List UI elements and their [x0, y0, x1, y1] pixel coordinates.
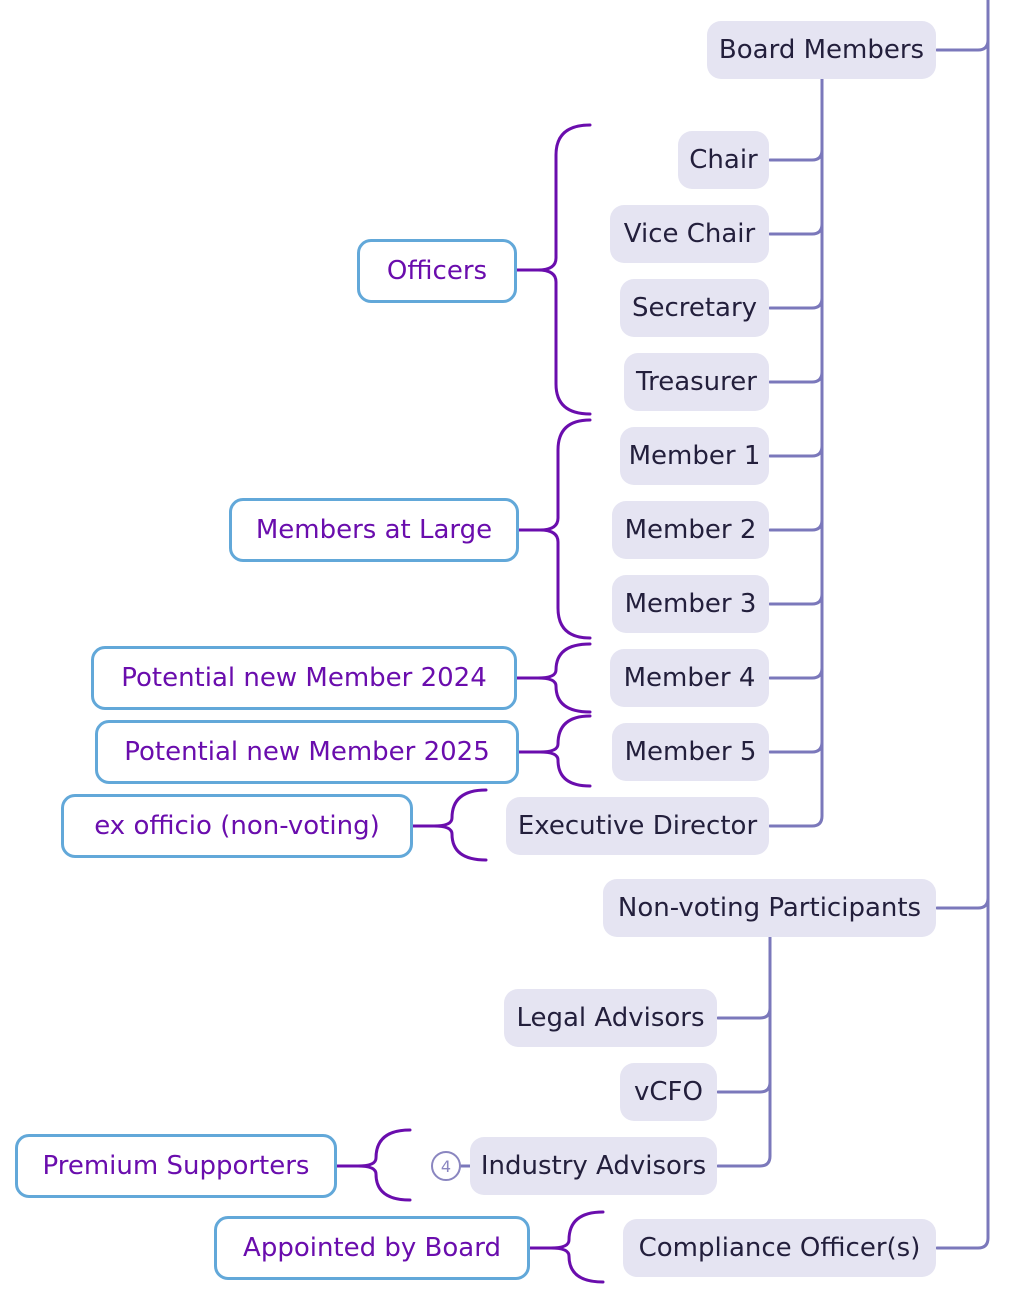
- compliance-officers-node[interactable]: Compliance Officer(s): [623, 1219, 936, 1277]
- board-child-connector-1: [768, 148, 824, 162]
- member-4-node[interactable]: Member 4: [610, 649, 769, 707]
- member-1-node[interactable]: Member 1: [620, 427, 769, 485]
- member-2-node[interactable]: Member 2: [612, 501, 769, 559]
- chair-node[interactable]: Chair: [678, 131, 769, 189]
- board-members-branch: [935, 38, 990, 52]
- board-child-connector-4: [768, 370, 824, 384]
- ex-officio-summary[interactable]: ex officio (non-voting): [61, 794, 413, 858]
- premium-supporters-brace: [356, 1128, 412, 1202]
- members-at-large-summary[interactable]: Members at Large: [229, 498, 519, 562]
- officers-brace: [536, 123, 592, 416]
- board-child-connector-7: [768, 592, 824, 606]
- board-child-connector-3: [768, 296, 824, 310]
- treasurer-node[interactable]: Treasurer: [624, 353, 769, 411]
- vice-chair-node[interactable]: Vice Chair: [610, 205, 769, 263]
- root-trunk-line: [935, 0, 990, 1250]
- non-voting-trunk-line: [716, 935, 772, 1168]
- potential-2025-brace: [538, 714, 592, 788]
- officers-summary[interactable]: Officers: [357, 239, 517, 303]
- board-child-connector-6: [768, 518, 824, 532]
- executive-director-node[interactable]: Executive Director: [506, 797, 769, 855]
- non-voting-child-connector-1: [716, 1006, 772, 1020]
- board-child-connector-8: [768, 666, 824, 680]
- ex-officio-brace: [432, 788, 488, 862]
- non-voting-child-connector-2: [716, 1080, 772, 1094]
- collapsed-count-badge[interactable]: 4: [431, 1151, 461, 1181]
- board-child-connector-5: [768, 444, 824, 458]
- legal-advisors-node[interactable]: Legal Advisors: [504, 989, 717, 1047]
- potential-member-2024-summary[interactable]: Potential new Member 2024: [91, 646, 517, 710]
- premium-supporters-summary[interactable]: Premium Supporters: [15, 1134, 337, 1198]
- members-at-large-brace: [538, 418, 592, 640]
- board-trunk-line: [768, 77, 824, 828]
- non-voting-participants-node[interactable]: Non-voting Participants: [603, 879, 936, 937]
- board-child-connector-9: [768, 740, 824, 754]
- appointed-by-board-summary[interactable]: Appointed by Board: [214, 1216, 530, 1280]
- member-3-node[interactable]: Member 3: [612, 575, 769, 633]
- secretary-node[interactable]: Secretary: [620, 279, 769, 337]
- industry-advisors-node[interactable]: Industry Advisors: [470, 1137, 717, 1195]
- appointed-by-board-brace: [549, 1210, 605, 1284]
- non-voting-branch: [935, 896, 990, 910]
- board-members-node[interactable]: Board Members: [707, 21, 936, 79]
- potential-member-2025-summary[interactable]: Potential new Member 2025: [95, 720, 519, 784]
- board-child-connector-2: [768, 222, 824, 236]
- potential-2024-brace: [536, 642, 592, 714]
- vcfo-node[interactable]: vCFO: [620, 1063, 717, 1121]
- member-5-node[interactable]: Member 5: [612, 723, 769, 781]
